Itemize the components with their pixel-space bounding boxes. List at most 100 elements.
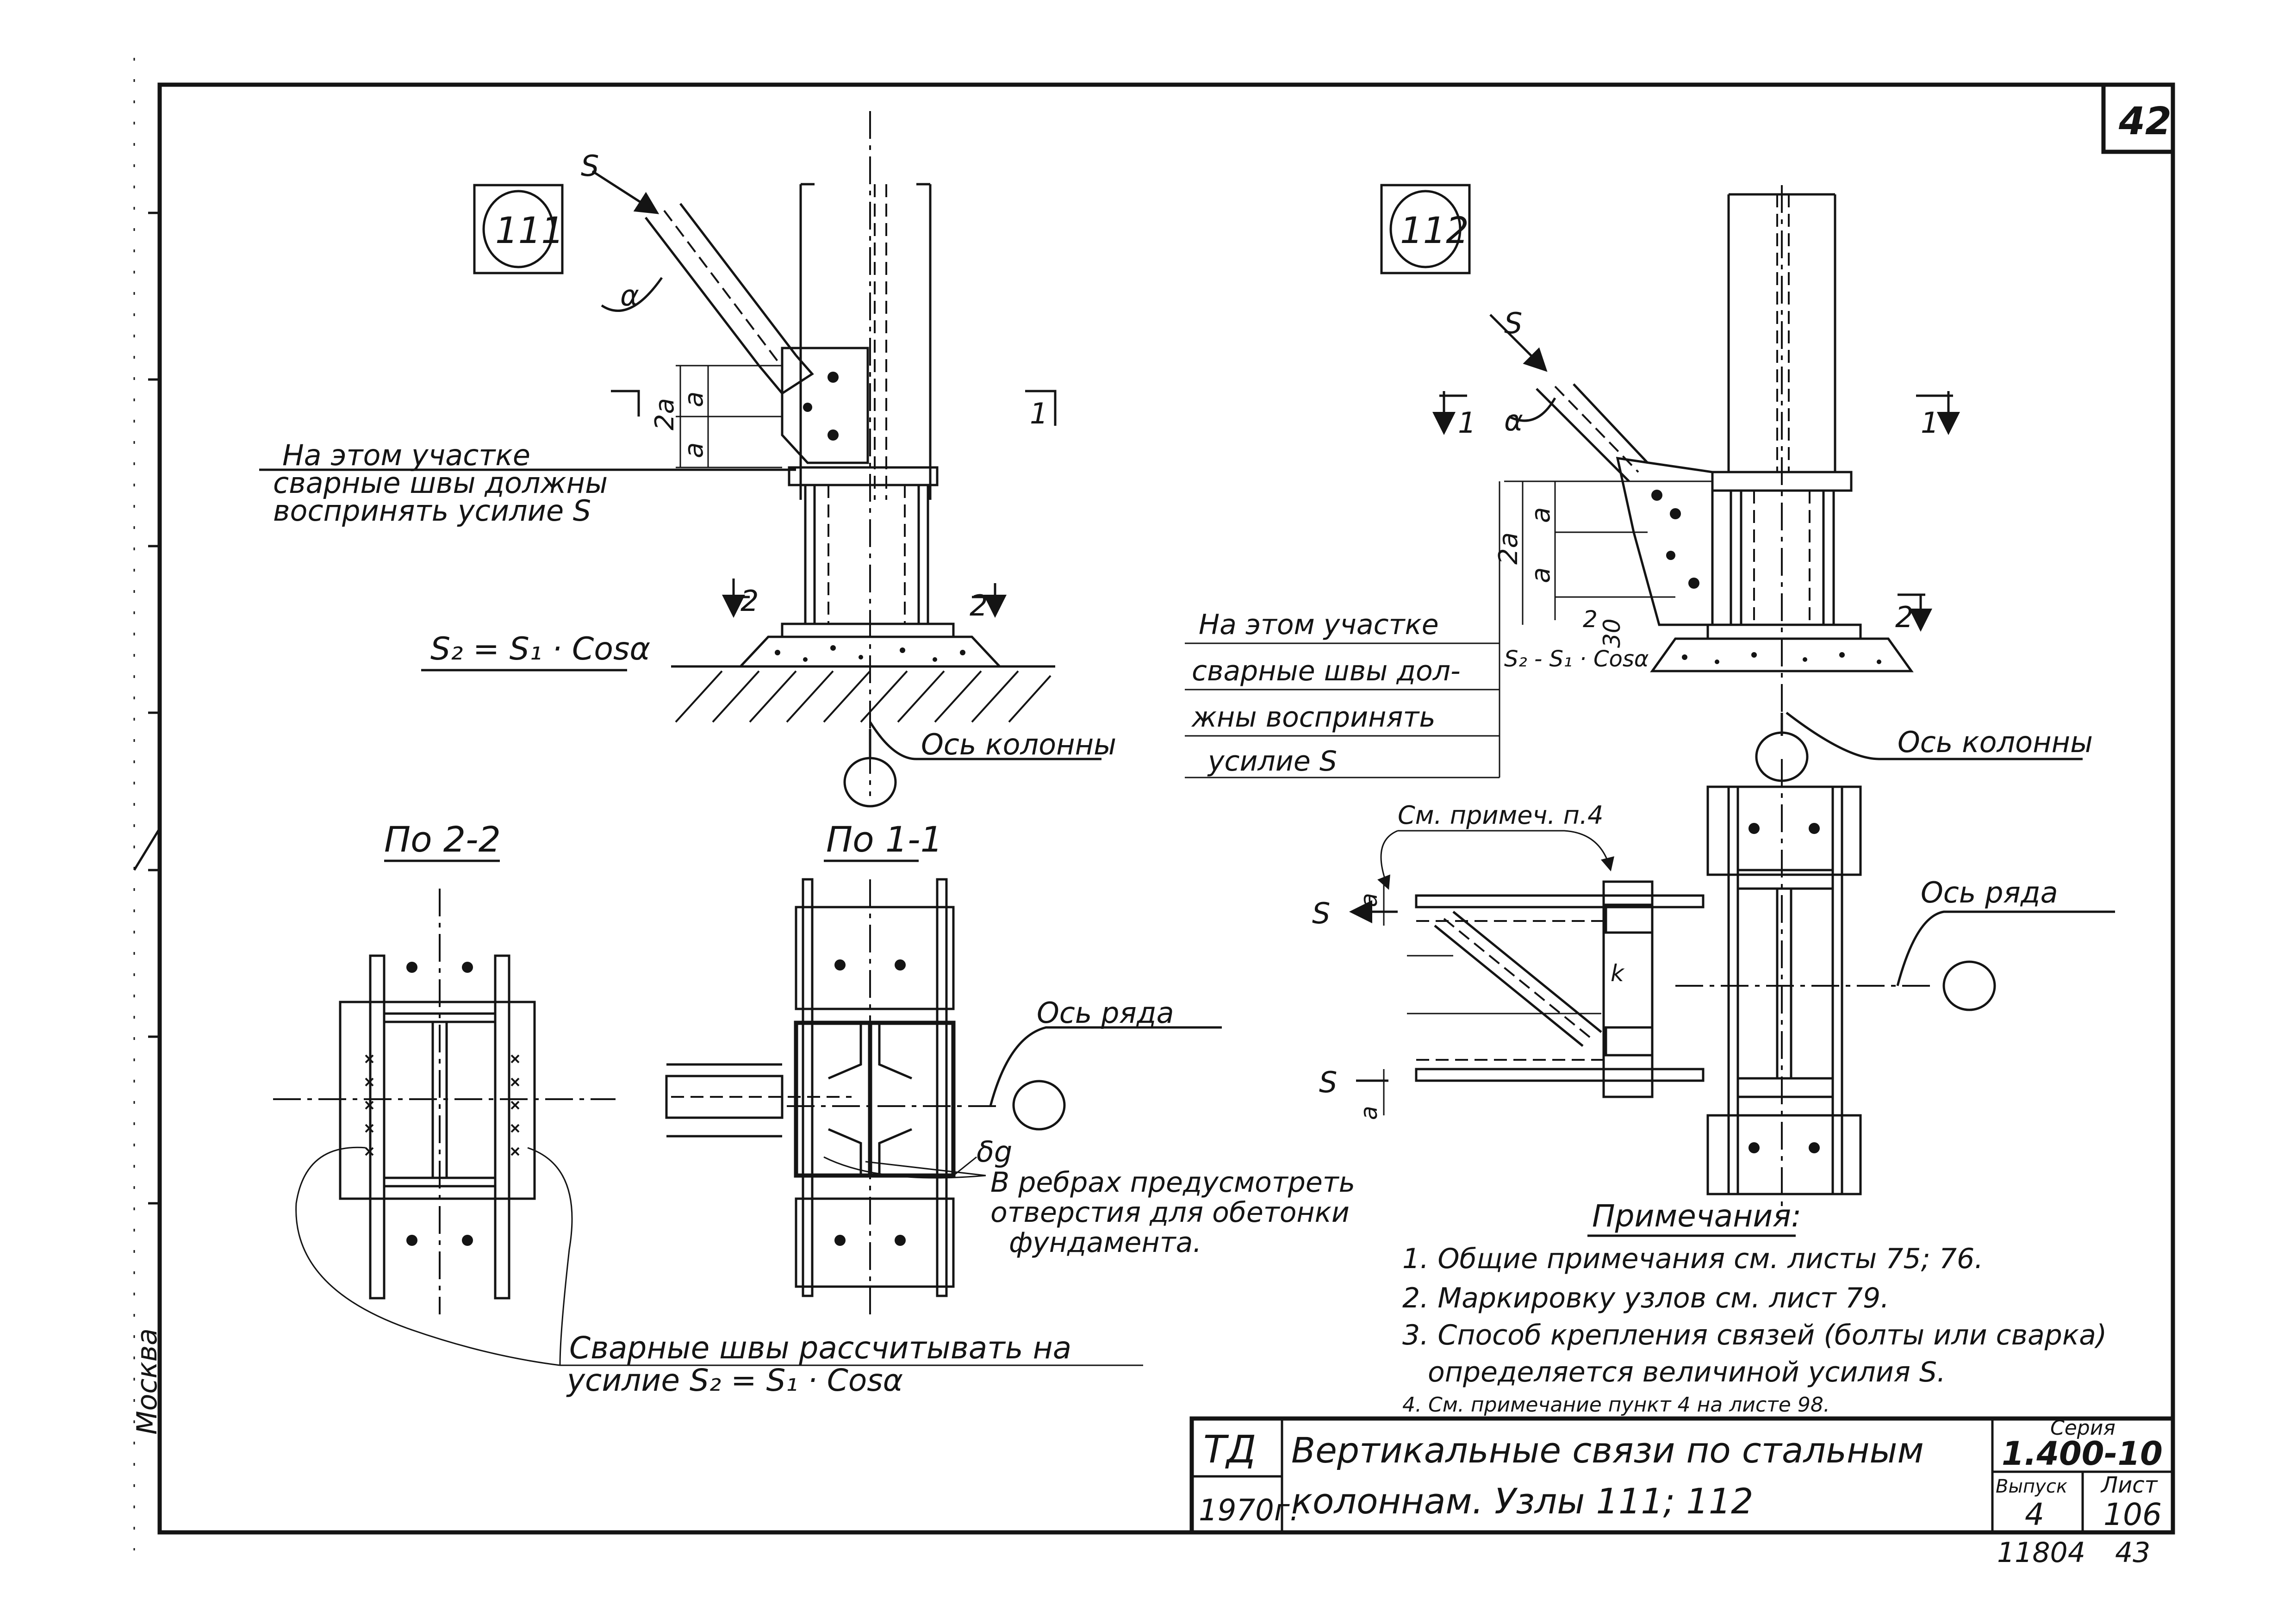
view-1-1-row-axis-circle (1012, 1080, 1066, 1131)
plan-112-force-top: S (1312, 896, 1330, 930)
node-112-note-line1: На этом участке (1199, 609, 1439, 641)
title-block-sheet: 106 (2103, 1497, 2162, 1532)
node-111-dim-a1: a (679, 392, 709, 407)
node-111-mark: 111 (495, 210, 564, 252)
plan-112-dim-a-bottom: a (1356, 1106, 1382, 1120)
title-block-series-label: Серия (2050, 1416, 2116, 1440)
title-block-issue-label: Выпуск (1996, 1476, 2067, 1497)
title-block-title-line1: Вертикальные связи по стальным (1291, 1430, 1924, 1471)
view-2-2-title: По 2-2 (384, 819, 501, 860)
view-1-1-rib-note-line3: фундамента. (1009, 1226, 1201, 1259)
node-111-formula: S₂ = S₁ · Cosα (430, 631, 650, 667)
node-112-gusset-bolts (1651, 490, 1699, 589)
node-111-dim-2a: 2a (650, 398, 680, 430)
margin-stamp-text: Москва (131, 1328, 163, 1435)
footer-code: 11804 (1997, 1537, 2085, 1569)
node-112-force-label: S (1504, 306, 1522, 340)
plan-112-row-axis-label: Ось ряда (1921, 876, 2058, 909)
plan-112-force-bottom: S (1319, 1065, 1337, 1099)
node-112-mark-box (1380, 184, 1471, 274)
node-111-angle-label: α (620, 279, 639, 312)
node-112-gusset-plate (1616, 457, 1714, 626)
notes-title: Примечания: (1592, 1198, 1801, 1234)
node-111-mark-box (473, 184, 564, 274)
plan-112-k-label: k (1611, 960, 1625, 987)
view-1-1: По 1-1 Ось ряда δg В ребрах предусмотрет… (665, 819, 1355, 1314)
weld-note-line2: усилие S₂ = S₁ · Cosα (566, 1363, 903, 1398)
note-3: 3. Способ крепления связей (болты или св… (1402, 1319, 2107, 1351)
title-block-year: 1970г. (1199, 1493, 1299, 1528)
view-1-1-row-axis-label: Ось ряда (1037, 996, 1174, 1030)
title-block-sheet-label: Лист (2100, 1472, 2159, 1498)
node-111-note-line2: сварные швы должны (273, 466, 608, 500)
view-1-1-rib-note-line1: В ребрах предусмотреть (990, 1166, 1355, 1199)
node-112-brace (1536, 388, 1630, 482)
node-112-axis-label: Ось колонны (1898, 725, 2093, 759)
node-112-angle-label: α (1504, 404, 1523, 437)
node-111-section-2-left: 2 (740, 584, 759, 618)
sheet-number-box (2101, 82, 2175, 154)
node-112-mark: 112 (1400, 210, 1469, 252)
note-2: 2. Маркировку узлов см. лист 79. (1402, 1282, 1889, 1314)
node-111-section-1-left (611, 390, 640, 417)
node-112-plan: См. примеч. п.4 Ось ряда k (1312, 759, 2115, 1213)
view-2-2-bolts (406, 962, 473, 1246)
node-112-foundation (1650, 637, 1914, 672)
title-block-issue: 4 (2025, 1497, 2044, 1532)
view-1-1-rib-note-line2: отверстия для обетонки (990, 1196, 1350, 1229)
note-3-cont: определяется величиной усилия S. (1428, 1356, 1946, 1388)
node-111-gusset-bolts (803, 372, 839, 441)
node-111-note-line1: На этом участке (282, 438, 530, 472)
node-111-ground-hatch (675, 670, 1052, 723)
node-112-section-1-left: 1 (1458, 406, 1476, 440)
node-111-dim-a2: a (679, 442, 709, 458)
node-111-note-line3: воспринять усилие S (273, 494, 591, 528)
footer-page: 43 (2115, 1537, 2150, 1569)
node-112-dim-30: 30 (1599, 618, 1625, 648)
view-1-1-anchor-bolts (834, 959, 906, 1246)
node-112-note-line3: жны воспринять (1191, 701, 1436, 734)
node-112-foundation-dots (1682, 652, 1881, 664)
node-111-angle-arc (601, 277, 663, 312)
node-112-dim-2a: 2a (1493, 532, 1524, 565)
node-112-note-line4: усилие S (1207, 745, 1337, 778)
node-111-gusset-plate (781, 347, 869, 464)
node-111-force-arrow (591, 170, 660, 214)
title-block: ТД 1970г. Вертикальные связи по стальным… (1189, 1416, 2175, 1535)
weld-note-line1: Сварные швы рассчитывать на (569, 1330, 1071, 1366)
node-112-force-arrow (1489, 314, 1548, 372)
view-1-1-column-section (794, 1020, 956, 1178)
view-2-2-weld-marks (365, 1054, 520, 1156)
plan-112-dim-a-top: a (1356, 893, 1382, 907)
note-1: 1. Общие примечания см. листы 75; 76. (1402, 1243, 1983, 1275)
node-111-elevation: 111 (259, 111, 1116, 808)
node-111-axis-label: Ось колонны (921, 728, 1116, 761)
weld-note: Сварные швы рассчитывать на усилие S₂ = … (560, 1330, 1143, 1398)
node-112-section-1-right: 1 (1921, 406, 1939, 440)
node-111-foundation-dots (775, 645, 965, 662)
node-112-elevation: 112 S α (1185, 184, 2093, 782)
view-2-2: По 2-2 (273, 819, 616, 1366)
node-111-brace (645, 217, 760, 367)
node-112-angle-arc (1508, 397, 1556, 422)
node-111-section-1-right: 1 (1030, 397, 1048, 430)
view-1-1-thickness-label: δg (977, 1135, 1012, 1169)
node-112-mark-circle (1389, 190, 1462, 268)
node-111-axis-circle (843, 757, 897, 808)
plan-112-bolts (1748, 823, 1820, 1153)
node-112-dim-2: 2 (1583, 606, 1598, 633)
view-1-1-title: По 1-1 (826, 819, 943, 860)
note-4: 4. См. примечание пункт 4 на листе 98. (1402, 1393, 1830, 1417)
node-112-note-line2: сварные швы дол- (1192, 655, 1461, 687)
sheet-frame (157, 82, 2175, 1535)
binding-ticks (133, 212, 161, 1205)
node-112-dim-a2: a (1526, 567, 1556, 583)
node-112-section-2: 2 (1895, 600, 1913, 634)
title-block-org: ТД (1203, 1428, 1256, 1472)
node-111-mark-circle (482, 190, 554, 268)
node-112-formula: S₂ - S₁ · Cosα (1504, 646, 1649, 672)
plan-112-ref-note: См. примеч. п.4 (1398, 801, 1603, 830)
node-111-foundation (740, 635, 1001, 667)
node-112-dim-a1: a (1526, 507, 1556, 523)
